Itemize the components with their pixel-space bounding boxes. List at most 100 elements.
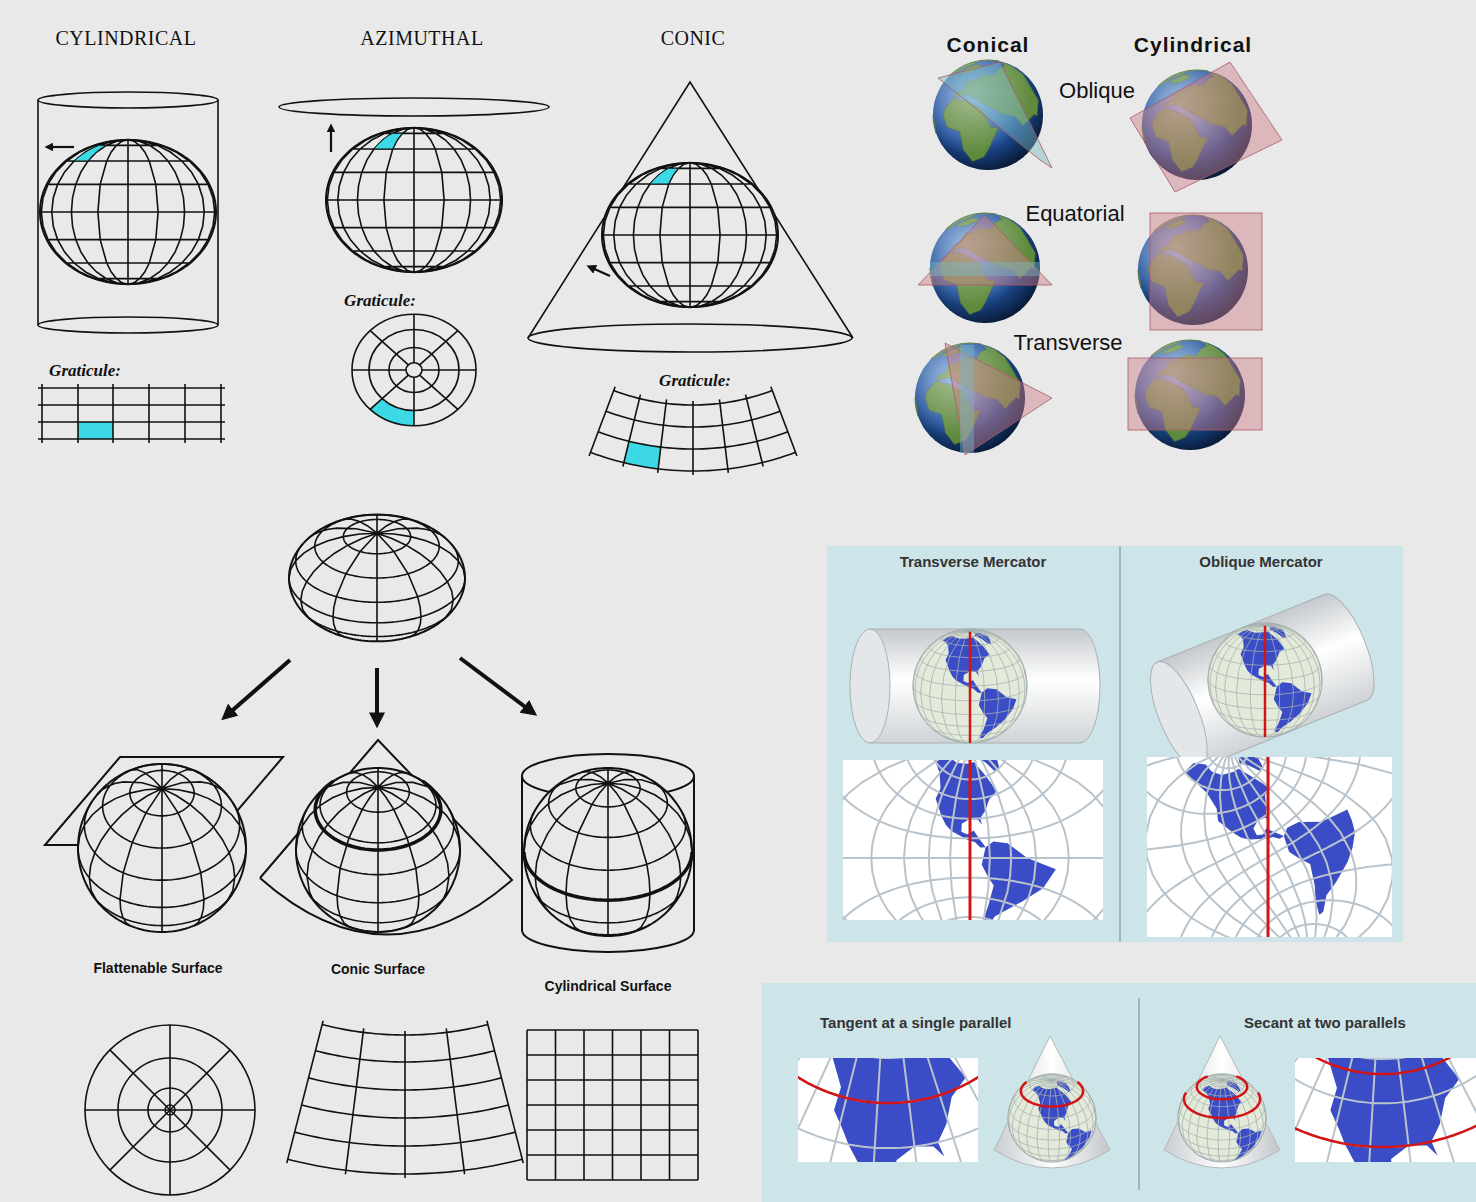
- panel-ground: [827, 546, 1403, 942]
- graticule-line: [697, 1030, 699, 1180]
- graticule-label: Graticule:: [659, 371, 731, 391]
- graticule-line: [640, 1030, 642, 1180]
- panel-title: Oblique Mercator: [1120, 553, 1402, 571]
- cone-side: [528, 82, 853, 338]
- panel-title: Tangent at a single parallel: [762, 1014, 1138, 1032]
- aspect-label: Equatorial: [1022, 201, 1127, 226]
- graticule: [843, 760, 1103, 920]
- globe-outline: [326, 128, 502, 272]
- graticule-line: [669, 1030, 671, 1180]
- globe-face: [296, 768, 460, 932]
- panel-divider: [1138, 998, 1140, 1190]
- graticule-line: [184, 384, 186, 443]
- conic-graticule: [287, 1021, 524, 1178]
- graticule-label: Graticule:: [344, 291, 416, 311]
- graticule-line: [623, 395, 641, 467]
- section-heading: CYLINDRICAL: [55, 27, 196, 50]
- globe-face: [289, 515, 465, 642]
- graticule-line: [170, 1109, 255, 1111]
- section-heading: CONIC: [661, 27, 726, 50]
- graticule-line: [487, 1021, 523, 1163]
- globe-outline: [602, 163, 778, 307]
- panel-title: Secant at two parallels: [1139, 1014, 1476, 1032]
- graticule: [798, 1058, 978, 1162]
- wire-globe: [78, 764, 246, 932]
- graticule-line: [38, 438, 225, 440]
- graticule-line: [658, 399, 667, 472]
- graticule-line: [110, 1050, 170, 1110]
- graticule-line: [170, 1110, 230, 1170]
- globe-face: [524, 768, 692, 936]
- wire-globe: [296, 768, 460, 932]
- column-heading: Conical: [947, 33, 1030, 57]
- surface-label: Conic Surface: [331, 961, 425, 977]
- column-heading: Cylindrical: [1134, 33, 1252, 57]
- cylinder-body: [870, 629, 1100, 743]
- polar-graticule: [85, 1025, 255, 1195]
- graticule-line: [370, 375, 408, 409]
- oblique-cylinder: [1130, 62, 1282, 192]
- graticule-line: [370, 331, 408, 365]
- projection-cone: [994, 1036, 1110, 1168]
- globe-face: [1008, 1074, 1096, 1162]
- cylinder-rim: [38, 317, 218, 333]
- cone-band: [960, 345, 974, 453]
- highlight-cell: [374, 133, 402, 149]
- graticule-ring: [406, 363, 422, 377]
- graticule-line: [38, 387, 225, 389]
- graticule: [913, 629, 1027, 743]
- graticule-line: [85, 1109, 170, 1111]
- map-panel: Secant at two parallels: [1139, 983, 1476, 1202]
- graticule-line: [38, 404, 225, 406]
- globe-face: [1208, 623, 1322, 737]
- globe-face: [913, 629, 1027, 743]
- graticule-line: [77, 384, 79, 443]
- arrow: [460, 658, 532, 712]
- globe-outline: [289, 515, 465, 642]
- graticule-line: [527, 1154, 698, 1156]
- graticule-line: [692, 401, 694, 475]
- arrow: [48, 146, 74, 148]
- graticule-ring: [85, 1025, 255, 1195]
- graticule-line: [404, 1031, 406, 1178]
- graticule-line: [169, 1110, 171, 1195]
- graticule-line: [527, 1179, 698, 1181]
- graticule: [78, 764, 246, 932]
- highlight-cell: [74, 145, 106, 161]
- graticule-line: [746, 395, 764, 467]
- arrow: [375, 668, 379, 722]
- cone-band: [930, 262, 1040, 276]
- map-panel: Tangent at a single parallel: [762, 983, 1138, 1202]
- wire-globe: [326, 128, 502, 272]
- panel-title: Transverse Mercator: [827, 553, 1119, 571]
- cone-surface: [260, 740, 512, 935]
- contact-line: [1267, 757, 1270, 937]
- globe-outline: [40, 140, 216, 284]
- map-panel: Oblique Mercator: [1120, 546, 1402, 942]
- graticule-line: [148, 384, 150, 443]
- contact-line: [1184, 1093, 1260, 1118]
- arrow: [330, 127, 332, 152]
- graticule-line: [287, 1021, 323, 1163]
- graticule-line: [771, 387, 797, 456]
- globe-face: [602, 163, 778, 307]
- graticule-line: [112, 384, 114, 443]
- cylinder-end: [850, 629, 890, 743]
- contact-line: [798, 1058, 978, 1103]
- map-panel: Transverse Mercator: [827, 546, 1119, 942]
- projected-map: [1295, 1058, 1476, 1162]
- globe-face: [1178, 1074, 1266, 1162]
- wire-globe: [289, 515, 465, 642]
- arrow: [226, 660, 290, 716]
- graticule-line: [110, 1110, 170, 1170]
- graticule: [289, 515, 465, 642]
- graticule: [602, 163, 778, 307]
- cylinder-rim: [38, 92, 218, 108]
- graticule: [1008, 1074, 1096, 1162]
- polar-graticule: [352, 314, 476, 426]
- section-heading: AZIMUTHAL: [360, 27, 483, 50]
- graticule-line: [527, 1129, 698, 1131]
- wire-globe: [524, 768, 692, 936]
- highlight-cell: [650, 168, 678, 184]
